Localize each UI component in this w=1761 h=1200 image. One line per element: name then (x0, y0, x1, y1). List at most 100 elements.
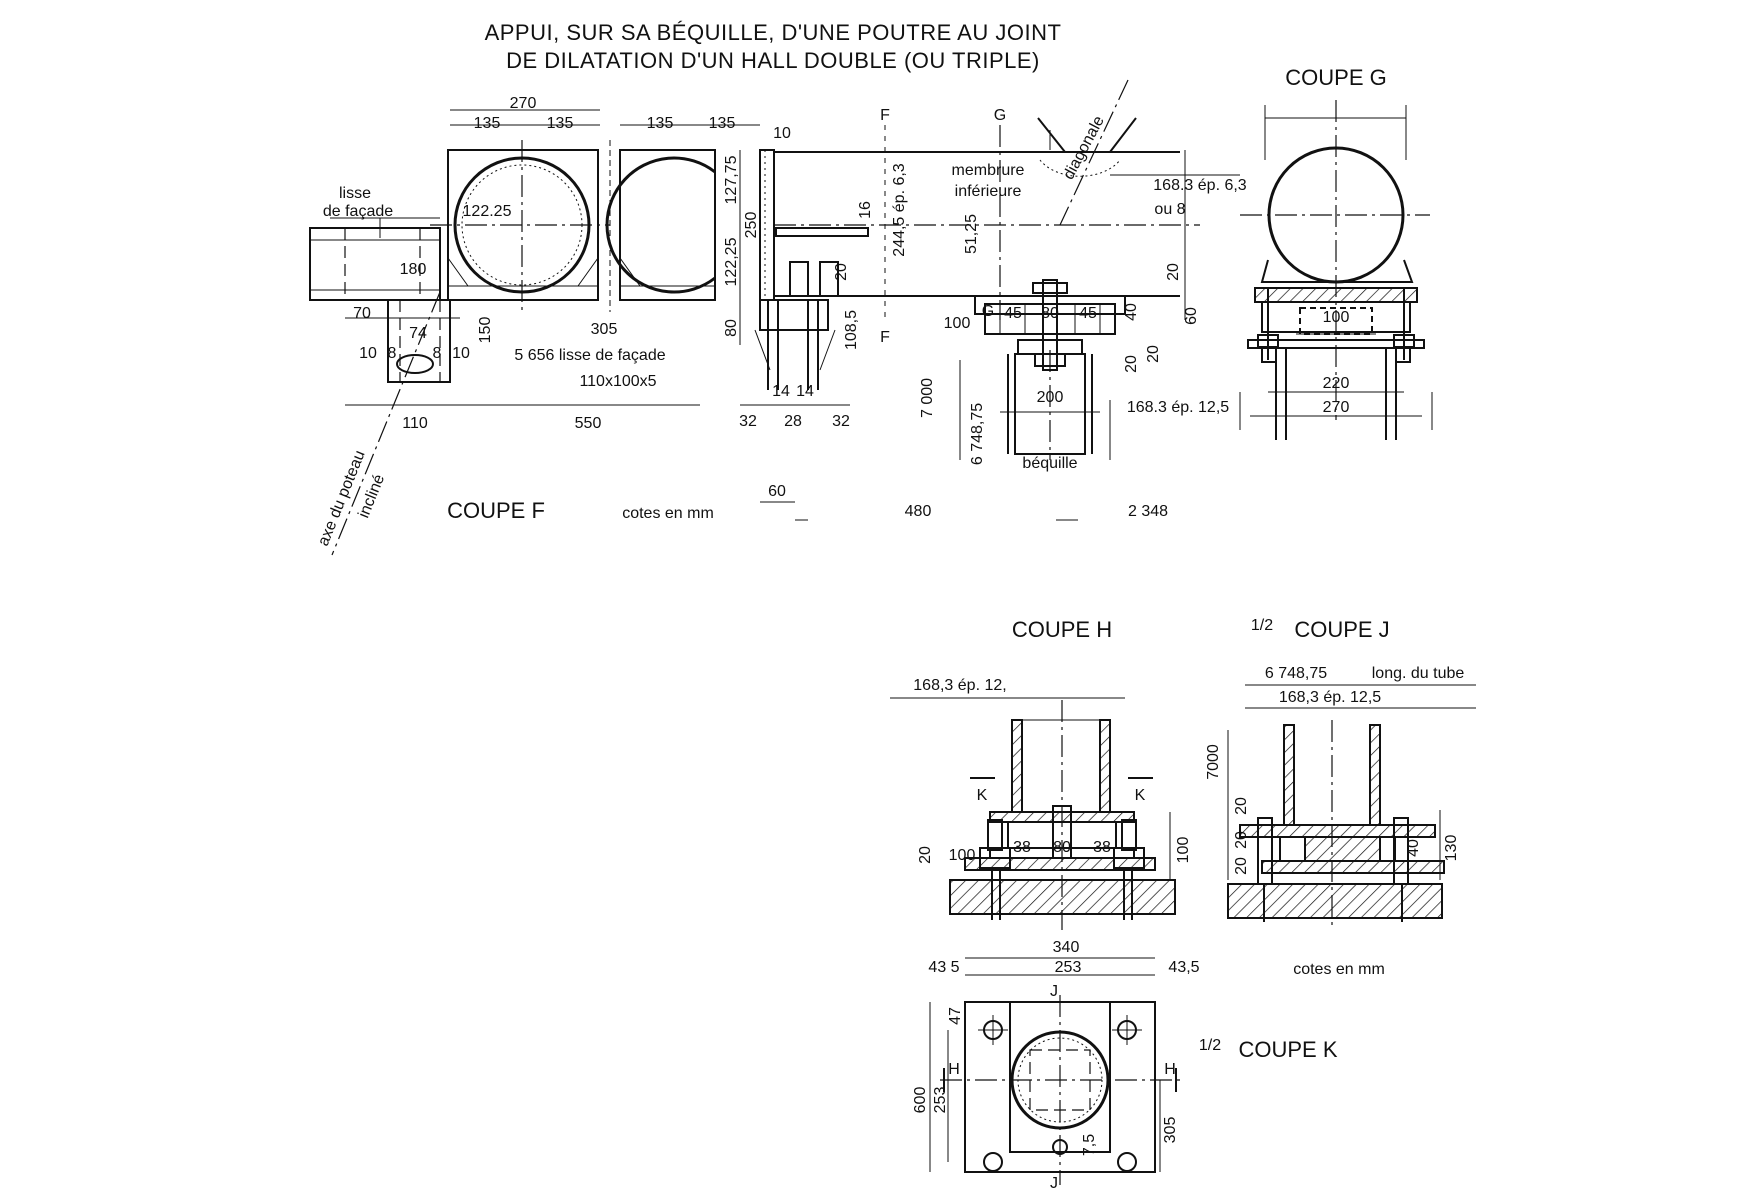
dim-200: 200 (1037, 389, 1064, 406)
k-dim-253-vertical: 253 (932, 1087, 949, 1114)
dim-110: 110 (402, 415, 428, 432)
j-dim-20-c: 20 (1233, 857, 1250, 875)
j-dim-40: 40 (1405, 839, 1422, 857)
k-dim-43-5-a: 43 5 (928, 959, 959, 976)
section-title-coupe-k: COUPE K (1238, 1037, 1337, 1062)
dim-14-b: 14 (796, 383, 814, 400)
k-dim-47: 47 (947, 1007, 964, 1025)
h-foundation (949, 879, 1176, 915)
dim-480: 480 (905, 503, 932, 520)
section-mark-f-top: F (880, 107, 890, 124)
dim-127-75: 127,75 (723, 155, 740, 204)
note-tube-bequille: 168.3 ép. 12,5 (1127, 399, 1229, 416)
dim-10-right: 10 (452, 345, 470, 362)
dim-10-top: 10 (773, 125, 791, 142)
note-angle-profile: 110x100x5 (579, 373, 656, 390)
dim-10-left: 10 (359, 345, 377, 362)
dim-60-b: 60 (768, 483, 786, 500)
dim-244-5: 244,5 ép. 6,3 (891, 163, 908, 257)
dim-20-c: 20 (1145, 345, 1162, 363)
dim-100: 100 (944, 315, 971, 332)
dim-8-right: 8 (433, 345, 442, 362)
note-tube-j: 168,3 ép. 12,5 (1279, 689, 1381, 706)
h-dim-38-a: 38 (1013, 839, 1031, 856)
g-dim-220: 220 (1323, 375, 1350, 392)
note-de-facade: de façade (323, 203, 393, 220)
dim-135-a: 135 (474, 115, 501, 132)
j-foundation (1227, 883, 1443, 919)
dim-14-a: 14 (772, 383, 790, 400)
dim-305: 305 (591, 321, 618, 338)
dim-150: 150 (477, 317, 494, 344)
g-dim-100: 100 (1323, 309, 1350, 326)
dim-28: 28 (784, 413, 802, 430)
note-diagonale: diagonale (1060, 113, 1108, 182)
coupe-f-annotations: 270 135 135 135 135 10 lisse de façade 1… (315, 95, 1247, 549)
h-dim-80: 80 (1053, 839, 1071, 856)
dim-20-d: 20 (1165, 263, 1182, 281)
note-axe-poteau-1: axe du poteau (315, 448, 369, 548)
note-axe-poteau-2: incliné (355, 472, 388, 521)
k-dim-305: 305 (1162, 1117, 1179, 1144)
dim-270: 270 (510, 95, 537, 112)
inclined-post-axis (331, 291, 441, 556)
diagonal-member (1037, 117, 1137, 153)
h-dim-100: 100 (949, 847, 976, 864)
dim-32-b: 32 (832, 413, 850, 430)
gusset-frame-2 (619, 149, 716, 301)
k-dim-253-horizontal: 253 (1055, 959, 1082, 976)
end-plate (759, 149, 775, 301)
dim-7000: 7 000 (919, 378, 936, 418)
dim-8-left: 8 (388, 345, 397, 362)
j-dim-7000: 7000 (1205, 744, 1222, 780)
section-mark-f-bottom: F (880, 329, 890, 346)
dim-6748-75: 6 748,75 (969, 403, 986, 465)
k-section-mark-j-top: J (1050, 983, 1058, 1000)
dim-122-25-a: 122.25 (463, 203, 512, 220)
section-title-coupe-j: COUPE J (1294, 617, 1389, 642)
h-dim-20: 20 (917, 846, 934, 864)
note-inferieure: inférieure (955, 183, 1022, 200)
k-section-mark-h-left: H (948, 1061, 960, 1078)
note-bequille: béquille (1022, 455, 1077, 472)
coupe-k-fraction: 1/2 (1199, 1037, 1221, 1054)
lisse-facade-profile (309, 227, 441, 301)
units-note-top: cotes en mm (622, 505, 714, 522)
note-membrure: membrure (952, 162, 1025, 179)
h-section-mark-k-right: K (1135, 787, 1146, 804)
k-bolt-hole-4 (1117, 1152, 1137, 1172)
dim-122-25-b: 122,25 (723, 237, 740, 286)
dim-45-b: 45 (1079, 305, 1097, 322)
dim-250: 250 (743, 212, 760, 239)
note-lisse: lisse (339, 185, 371, 202)
section-title-coupe-g: COUPE G (1285, 65, 1386, 90)
dim-16: 16 (857, 201, 874, 219)
section-mark-g-bottom: G (982, 303, 994, 320)
dim-20-a: 20 (833, 263, 850, 281)
coupe-k-view: 1/2 COUPE K 340 43 5 253 43,5 47 600 253… (912, 939, 1338, 1192)
k-dim-7-5: 7,5 (1081, 1134, 1098, 1156)
slotted-hole (396, 354, 434, 374)
note-tube-top-1: 168.3 ép. 6,3 (1153, 177, 1247, 194)
h-dim-38-b: 38 (1093, 839, 1111, 856)
note-lisse-de-facade: 5 656 lisse de façade (514, 347, 665, 364)
k-dim-600: 600 (912, 1087, 929, 1114)
diagonal-axis (1059, 79, 1129, 226)
j-tube-left-wall (1283, 724, 1295, 826)
k-section-mark-j-bottom: J (1050, 1175, 1058, 1192)
note-long-tube-value: 6 748,75 (1265, 665, 1327, 682)
dim-70: 70 (353, 305, 371, 322)
dim-45-a: 45 (1004, 305, 1022, 322)
dim-180: 180 (400, 261, 427, 278)
dim-550: 550 (575, 415, 602, 432)
section-title-coupe-h: COUPE H (1012, 617, 1112, 642)
j-dim-20-b: 20 (1233, 831, 1250, 849)
note-long-tube-label: long. du tube (1372, 665, 1465, 682)
coupe-h-view: COUPE H 168,3 ép. 12, K K 20 100 38 80 (890, 617, 1192, 930)
note-tube-h: 168,3 ép. 12, (913, 677, 1006, 694)
h-tube-right-wall (1099, 719, 1111, 813)
dim-40: 40 (1123, 303, 1140, 321)
coupe-f-view (309, 79, 1240, 556)
dim-135-b: 135 (547, 115, 574, 132)
